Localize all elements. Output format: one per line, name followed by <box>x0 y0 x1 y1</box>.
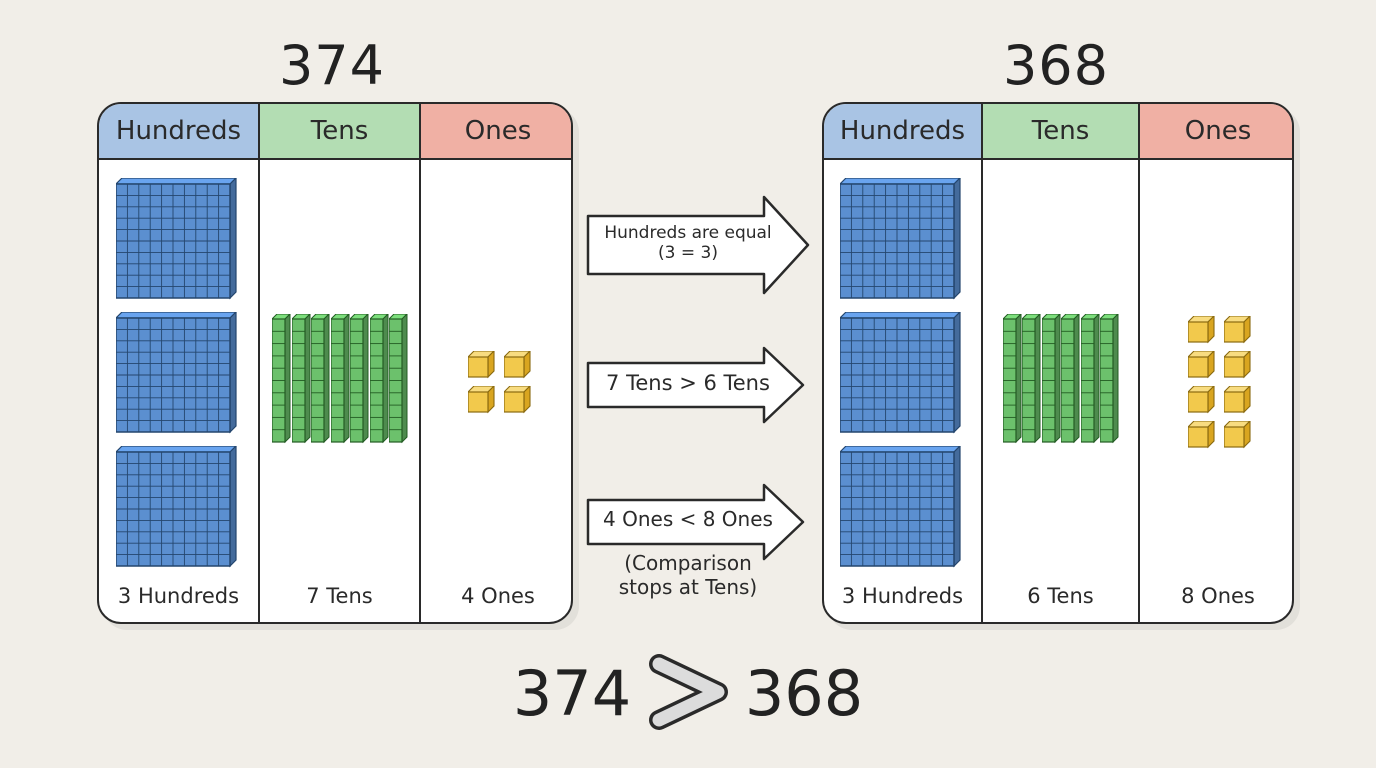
ten-rod <box>292 314 311 444</box>
ten-rod <box>389 314 408 444</box>
hundred-flat <box>840 446 961 568</box>
ones-count-label: 4 Ones <box>461 584 535 608</box>
ones-comparison-arrow <box>586 483 805 561</box>
one-cube <box>1188 386 1215 414</box>
hundreds-header: Hundreds <box>824 104 981 160</box>
hundreds-blocks <box>824 162 981 572</box>
ten-rod <box>350 314 369 444</box>
greater-than-symbol <box>649 654 728 730</box>
ones-column: Ones 4 Ones <box>419 104 571 622</box>
tens-count-label: 6 Tens <box>1027 584 1094 608</box>
hundreds-comparison-line1: Hundreds are equal <box>604 223 772 243</box>
hundreds-count-label: 3 Hundreds <box>841 584 964 608</box>
one-cube <box>1224 351 1251 379</box>
left-number: 374 <box>278 34 386 97</box>
one-cube <box>468 386 495 414</box>
one-cube <box>1188 316 1215 344</box>
tens-comparison-label: 7 Tens > 6 Tens <box>606 371 770 395</box>
ones-column: Ones 8 Ones <box>1138 104 1292 622</box>
tens-column: Tens 7 Tens <box>258 104 419 622</box>
one-cube <box>1188 351 1215 379</box>
tens-blocks <box>983 162 1138 572</box>
ten-rod <box>1081 314 1100 444</box>
ones-header: Ones <box>1140 104 1292 160</box>
tens-comparison-arrow <box>586 346 805 424</box>
ten-rod <box>1022 314 1041 444</box>
ten-rod <box>331 314 350 444</box>
left-place-value-chart: Hundreds 3 Hundreds Tens 7 Tens Ones 4 O… <box>97 102 573 624</box>
hundred-flat <box>840 178 961 300</box>
hundreds-count-label: 3 Hundreds <box>117 584 240 608</box>
right-number: 368 <box>1002 34 1110 97</box>
ones-header: Ones <box>421 104 571 160</box>
one-cube <box>1224 316 1251 344</box>
ten-rod <box>1003 314 1022 444</box>
hundreds-column: Hundreds 3 Hundreds <box>99 104 258 622</box>
tens-column: Tens 6 Tens <box>981 104 1138 622</box>
comparison-note-line2: stops at Tens) <box>618 575 758 599</box>
hundred-flat <box>116 178 237 300</box>
result-left-number: 374 <box>513 657 631 730</box>
hundred-flat <box>116 312 237 434</box>
ten-rod <box>272 314 291 444</box>
ones-comparison-label: 4 Ones < 8 Ones <box>603 507 773 531</box>
hundreds-column: Hundreds 3 Hundreds <box>824 104 981 622</box>
hundreds-comparison-line2: (3 = 3) <box>658 242 718 263</box>
hundred-flat <box>116 446 237 568</box>
tens-header: Tens <box>983 104 1138 160</box>
one-cube <box>468 351 495 379</box>
ten-rod <box>1100 314 1119 444</box>
comparison-result: 374 368 <box>513 654 863 730</box>
hundreds-header: Hundreds <box>99 104 258 160</box>
tens-header: Tens <box>260 104 419 160</box>
ten-rod <box>311 314 330 444</box>
ten-rod <box>1042 314 1061 444</box>
ten-rod <box>1061 314 1080 444</box>
tens-blocks <box>260 162 419 572</box>
ten-rod <box>370 314 389 444</box>
ones-count-label: 8 Ones <box>1181 584 1255 608</box>
one-cube <box>1224 421 1251 449</box>
tens-count-label: 7 Tens <box>306 584 373 608</box>
comparison-note-line1: (Comparison <box>624 551 752 575</box>
ones-blocks <box>421 162 571 572</box>
one-cube <box>1224 386 1251 414</box>
hundreds-comparison-arrow <box>586 195 810 295</box>
ones-blocks <box>1140 162 1292 572</box>
hundreds-blocks <box>99 162 258 572</box>
result-right-number: 368 <box>745 657 863 730</box>
comparison-note: (Comparison stops at Tens) <box>588 551 788 599</box>
hundreds-comparison-label: Hundreds are equal (3 = 3) <box>588 223 788 263</box>
one-cube <box>504 386 531 414</box>
right-place-value-chart: Hundreds 3 Hundreds Tens 6 Tens Ones 8 O… <box>822 102 1294 624</box>
one-cube <box>504 351 531 379</box>
hundred-flat <box>840 312 961 434</box>
one-cube <box>1188 421 1215 449</box>
